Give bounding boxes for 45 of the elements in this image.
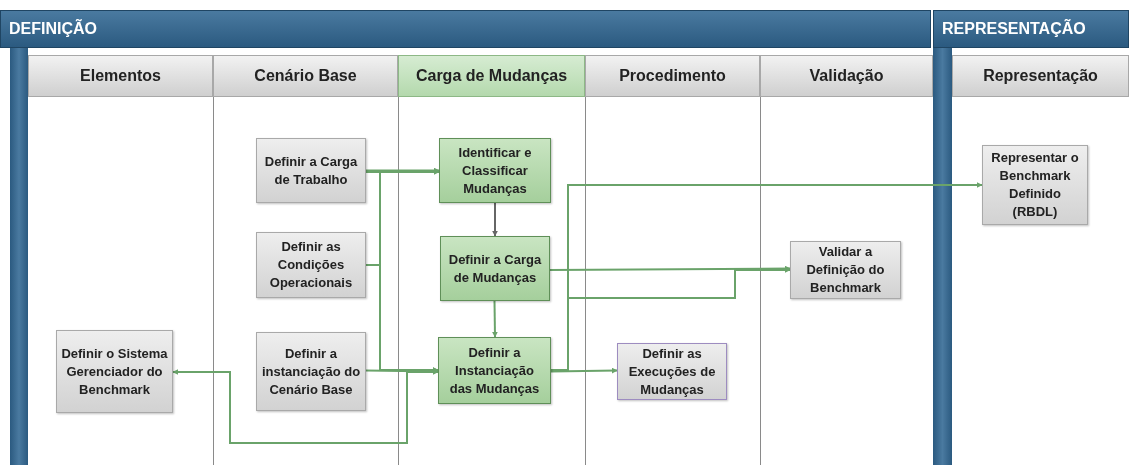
phase-band	[933, 10, 1129, 48]
process-box	[438, 337, 551, 404]
process-label: Definir a Carga de Mudanças	[447, 250, 543, 287]
arrow	[365, 368, 439, 375]
lane-title: Elementos	[80, 66, 161, 86]
lane-header	[28, 55, 213, 97]
process-label: Validar a Definição do Benchmark	[805, 243, 886, 297]
process-label: Definir as Execuções de Mudanças	[627, 344, 717, 399]
process-label: Definir o Sistema Gerenciador do Benchmark	[61, 344, 168, 399]
lane-header	[760, 55, 933, 97]
lane-title: Representação	[983, 66, 1098, 86]
process-label: Identificar e Classificar Mudanças	[457, 143, 533, 198]
lane-title: Procedimento	[619, 66, 726, 86]
process-box	[790, 241, 901, 299]
process-label: Definir as Condições Operacionais	[268, 238, 354, 292]
arrow	[172, 369, 439, 444]
arrow	[549, 265, 791, 272]
phase-title: DEFINIÇÃO	[9, 18, 97, 39]
lane-header	[585, 55, 760, 97]
process-box	[439, 138, 551, 203]
lane-title: Cenário Base	[254, 66, 357, 86]
lane-title: Validação	[809, 66, 884, 86]
lane-header	[213, 55, 398, 97]
process-box	[440, 236, 550, 301]
lane-header	[952, 55, 1129, 97]
process-box	[56, 330, 173, 413]
process-label: Representar o Benchmark Definido (RBDL)	[990, 149, 1080, 221]
arrow	[550, 267, 791, 371]
phase-band	[0, 10, 931, 48]
process-box	[256, 332, 366, 411]
process-box	[982, 145, 1088, 225]
lane-title: Carga de Mudanças	[415, 66, 568, 86]
process-box	[256, 138, 366, 203]
process-label: Definir a Carga de Trabalho	[263, 152, 359, 189]
arrow	[491, 300, 498, 338]
arrow	[365, 167, 440, 174]
arrow	[550, 367, 618, 374]
process-label: Definir a instanciação do Cenário Base	[261, 344, 361, 399]
arrow	[492, 202, 498, 237]
arrow	[365, 264, 439, 373]
process-box	[617, 343, 727, 400]
lane-header	[398, 55, 585, 97]
process-box	[256, 232, 366, 298]
phase-title: REPRESENTAÇÃO	[942, 18, 1086, 39]
process-label: Definir a Instanciação das Mudanças	[448, 343, 541, 398]
